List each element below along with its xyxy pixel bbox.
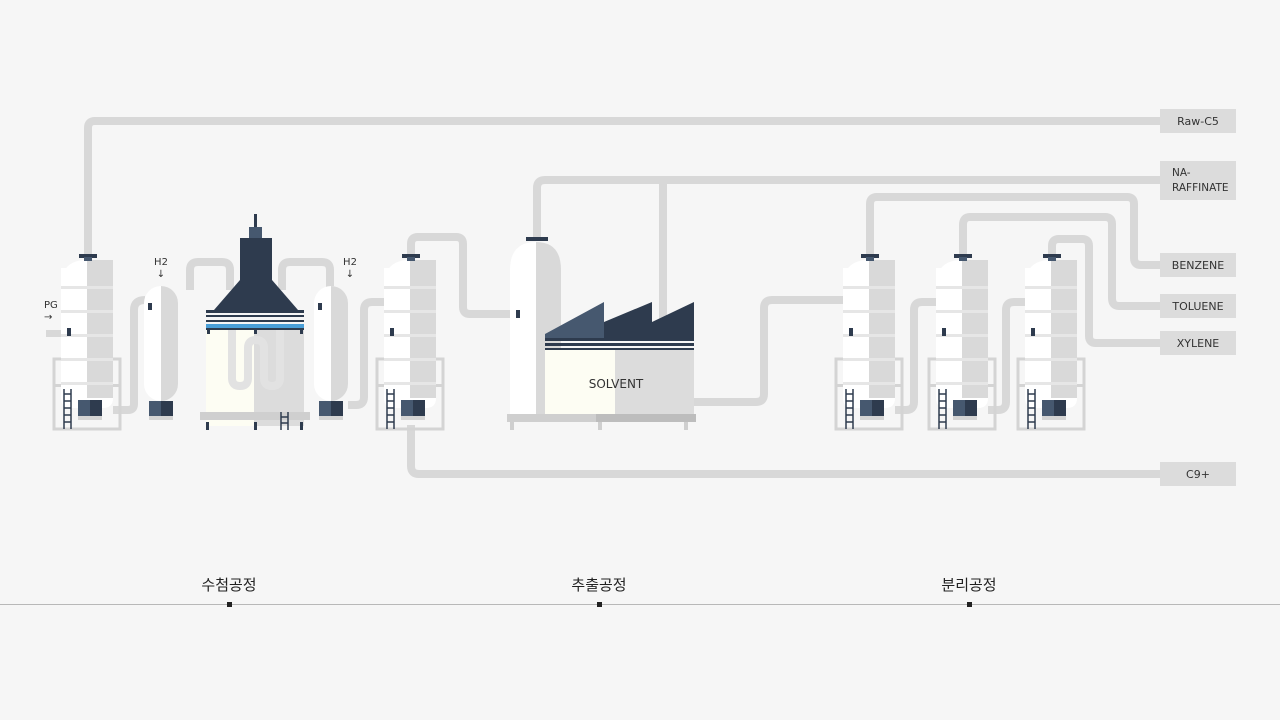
input-h2-second: H2 ↓	[340, 257, 360, 281]
input-h2-first: H2 ↓	[151, 257, 171, 281]
pipe-col1-to-r1	[113, 296, 146, 414]
down-arrow-icon: ↓	[156, 269, 166, 280]
stage-marker-separation	[967, 602, 972, 607]
pipe-toluene	[959, 213, 1160, 310]
pipe-factory-to-sep	[692, 296, 846, 406]
pipe-na-raffinate	[533, 176, 1160, 240]
extraction-factory	[507, 302, 696, 430]
hydro-reactor-2	[314, 286, 348, 420]
input-pg-label: PG	[44, 300, 58, 311]
output-c9: C9+	[1160, 462, 1236, 486]
input-pg: PG →	[44, 300, 58, 324]
pg-inlet-pipe	[46, 330, 62, 337]
pipe-colB-to-colC	[988, 298, 1030, 414]
stage-extraction[interactable]: 추출공정	[571, 576, 627, 594]
pipe-c9	[407, 425, 1160, 478]
pipe-raw-c5	[84, 117, 1160, 258]
separation-column-benzene	[834, 252, 904, 431]
pipe-reactor-to-r2	[278, 258, 334, 292]
separation-column-toluene	[927, 252, 997, 431]
right-arrow-icon: →	[44, 312, 53, 323]
stage-marker-extraction	[597, 602, 602, 607]
pipe-col2-to-extract	[407, 233, 512, 318]
down-arrow-icon: ↓	[345, 269, 355, 280]
output-xylene: XYLENE	[1160, 331, 1236, 355]
separation-column-xylene	[1016, 252, 1086, 431]
solvent-label: SOLVENT	[588, 377, 644, 391]
hydro-reactor-1	[144, 286, 178, 420]
stage-hydrotreating[interactable]: 수첨공정	[201, 576, 257, 594]
pipe-r1-to-reactor	[186, 258, 234, 290]
output-raw-c5: Raw-C5	[1160, 109, 1236, 133]
distillation-column-1	[52, 252, 122, 431]
output-toluene: TOLUENE	[1160, 294, 1236, 318]
output-benzene: BENZENE	[1160, 253, 1236, 277]
pipe-benzene	[866, 193, 1160, 269]
input-h2-second-label: H2	[343, 257, 357, 268]
process-timeline	[0, 604, 1280, 605]
pipe-xylene	[1048, 235, 1160, 347]
distillation-column-2	[375, 252, 445, 431]
output-na-raffinate: NA- RAFFINATE	[1160, 161, 1236, 200]
stage-marker-hydrotreating	[227, 602, 232, 607]
furnace-unit	[200, 214, 310, 430]
pipe-r2-to-col2	[348, 298, 386, 409]
pipe-colA-to-colB	[895, 298, 940, 414]
stage-separation[interactable]: 분리공정	[941, 576, 997, 594]
input-h2-first-label: H2	[154, 257, 168, 268]
